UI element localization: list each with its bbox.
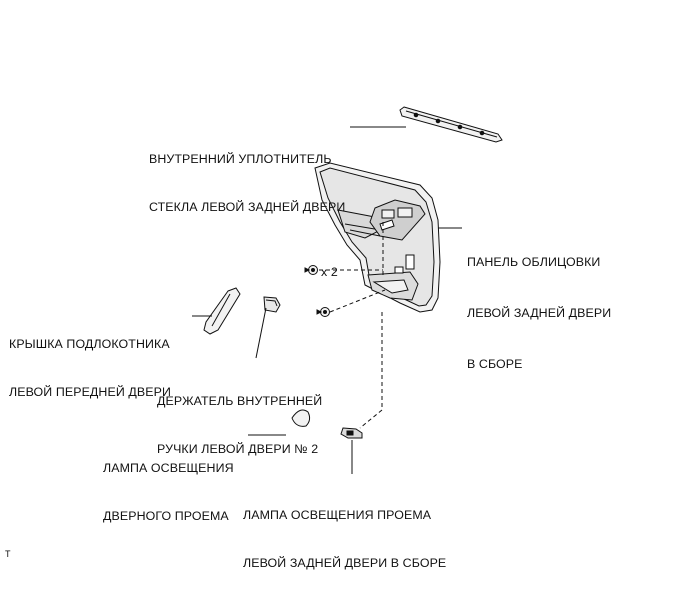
label-door-courtesy-lamp-assy: ЛАМПА ОСВЕЩЕНИЯ ПРОЕМА ЛЕВОЙ ЗАДНЕЙ ДВЕР…	[243, 475, 446, 603]
label-line: РУЧКИ ЛЕВОЙ ДВЕРИ № 2	[157, 442, 319, 456]
leader-lines	[192, 126, 462, 474]
clip-quantity-label: x 2	[321, 265, 338, 279]
armrest-cover-part	[203, 287, 241, 335]
diagram-canvas: ВНУТРЕННИЙ УПЛОТНИТЕЛЬ СТЕКЛА ЛЕВОЙ ЗАДН…	[5, 106, 611, 570]
label-door-trim-panel: ПАНЕЛЬ ОБЛИЦОВКИ ЛЕВОЙ ЗАДНЕЙ ДВЕРИ В СБ…	[467, 220, 611, 407]
label-line: ЛАМПА ОСВЕЩЕНИЯ ПРОЕМА	[243, 508, 432, 522]
label-glass-weatherstrip: ВНУТРЕННИЙ УПЛОТНИТЕЛЬ СТЕКЛА ЛЕВОЙ ЗАДН…	[149, 119, 345, 247]
courtesy-lamp-part	[291, 409, 311, 427]
label-line: ЛАМПА ОСВЕЩЕНИЯ	[103, 461, 234, 475]
label-line: КРЫШКА ПОДЛОКОТНИКА	[9, 337, 170, 351]
label-armrest-cover: КРЫШКА ПОДЛОКОТНИКА ЛЕВОЙ ПЕРЕДНЕЙ ДВЕРИ	[9, 304, 171, 432]
label-line: ЛЕВОЙ ЗАДНЕЙ ДВЕРИ	[467, 306, 612, 320]
clip-lower	[316, 307, 330, 317]
label-line: В СБОРЕ	[467, 357, 523, 371]
inside-handle-holder-part	[263, 296, 281, 313]
parts-drawing	[192, 106, 503, 474]
door-courtesy-lamp-assy-part	[340, 427, 363, 439]
assembly-dashed-lines	[319, 222, 386, 429]
label-inside-handle-holder: ДЕРЖАТЕЛЬ ВНУТРЕННЕЙ РУЧКИ ЛЕВОЙ ДВЕРИ №…	[157, 361, 322, 489]
label-line: ПАНЕЛЬ ОБЛИЦОВКИ	[467, 255, 601, 269]
label-line: ВНУТРЕННИЙ УПЛОТНИТЕЛЬ	[149, 152, 332, 166]
door-trim-panel-part	[314, 162, 441, 313]
label-line: ДЕРЖАТЕЛЬ ВНУТРЕННЕЙ	[157, 394, 323, 408]
clip-upper	[304, 265, 318, 275]
glass-weatherstrip-part	[399, 106, 503, 143]
label-courtesy-lamp: ЛАМПА ОСВЕЩЕНИЯ ДВЕРНОГО ПРОЕМА	[103, 428, 234, 556]
label-line: СТЕКЛА ЛЕВОЙ ЗАДНЕЙ ДВЕРИ	[149, 200, 346, 214]
label-line: ДВЕРНОГО ПРОЕМА	[103, 509, 229, 523]
corner-mark: T	[5, 549, 11, 559]
label-line: ЛЕВОЙ ПЕРЕДНЕЙ ДВЕРИ	[9, 385, 171, 399]
label-line: ЛЕВОЙ ЗАДНЕЙ ДВЕРИ В СБОРЕ	[243, 556, 447, 570]
